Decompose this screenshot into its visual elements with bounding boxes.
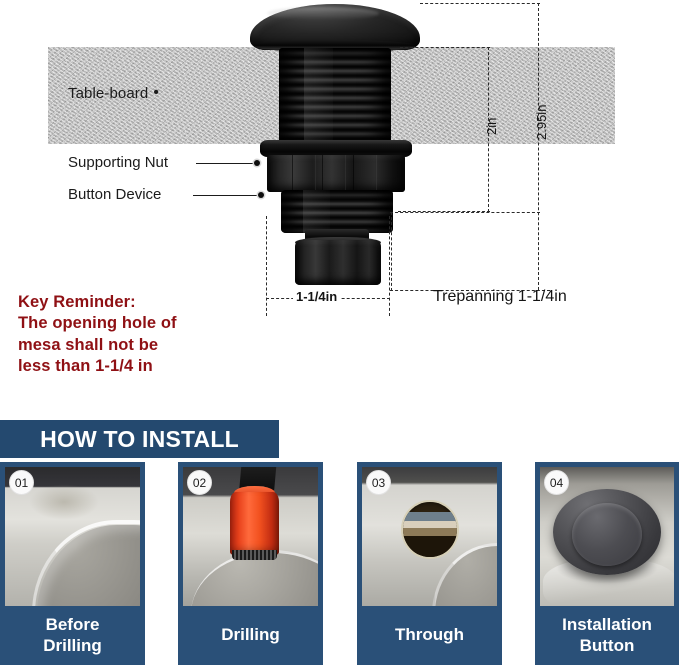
hole-saw-drilling-image (183, 467, 318, 606)
trepanning-box-left (391, 212, 392, 291)
install-step-caption-02-line1: Drilling (221, 625, 280, 645)
callout-supporting-nut-leader (196, 163, 256, 164)
table-board-label-text: Table-board (68, 85, 149, 102)
hole-saw-teeth (231, 550, 278, 561)
trepanning-label: Trepanning 1-1/4in (433, 288, 567, 305)
install-step-caption-02: Drilling (178, 606, 323, 665)
drilled-hole (402, 501, 457, 558)
step-number-badge-04: 04 (544, 470, 569, 495)
step-number-badge-03: 03 (366, 470, 391, 495)
callout-button-device-leader (193, 195, 260, 196)
sink-smudge (29, 483, 100, 520)
button-inner-cap (572, 503, 642, 566)
dim-2in-top-extension (400, 47, 490, 48)
install-step-caption-03: Through (357, 606, 502, 665)
red-hole-saw (230, 492, 279, 555)
install-step-card-01[interactable]: 01 Before Drilling (0, 462, 145, 665)
dim-2in-line (488, 47, 489, 212)
install-step-caption-04: Installation Button (535, 606, 679, 665)
callout-supporting-nut-marker (254, 160, 260, 166)
installed-button-image (540, 467, 674, 606)
key-reminder-line-1: The opening hole of (18, 314, 177, 333)
callout-button-device-label: Button Device (68, 186, 162, 203)
step-number-badge-01: 01 (9, 470, 34, 495)
dim-295-label: 2.95in (534, 104, 549, 140)
dim-295-top-extension (420, 3, 540, 4)
key-reminder-block: Key Reminder: The opening hole of mesa s… (18, 292, 258, 378)
bottom-hex-connector (295, 240, 381, 285)
sink-before-drilling-image (5, 467, 140, 606)
install-step-caption-01-line1: Before (45, 615, 100, 635)
dim-295-line (538, 3, 539, 290)
drilled-hole-image (362, 467, 497, 606)
install-step-photo-03: 03 (362, 467, 497, 606)
install-step-photo-01: 01 (5, 467, 140, 606)
dim-width-right-ext (389, 216, 390, 316)
air-button-assembly (243, 0, 433, 285)
flange-washer (260, 140, 412, 157)
cross-section-diagram: Table-board• Supporting Nut Button Devic… (18, 0, 615, 378)
dim-width-left-ext (266, 216, 267, 316)
install-step-card-02[interactable]: 02 Drilling (178, 462, 323, 665)
table-board-label: Table-board• (68, 84, 160, 103)
dim-2in-label: 2in (484, 117, 499, 135)
install-step-caption-01-line2: Drilling (43, 635, 102, 655)
key-reminder-line-2: mesa shall not be (18, 335, 159, 354)
install-step-caption-03-line1: Through (395, 625, 464, 645)
callout-button-device-marker (258, 192, 264, 198)
trepanning-box-top (390, 212, 540, 213)
button-cap-highlight (267, 7, 379, 20)
callout-supporting-nut-label: Supporting Nut (68, 154, 169, 171)
how-to-install-title: HOW TO INSTALL (40, 425, 239, 452)
dim-width-label: 1-1/4in (293, 289, 341, 304)
supporting-hex-nut (267, 155, 405, 192)
how-to-install-section: HOW TO INSTALL 01 Before Drilling (0, 400, 679, 669)
key-reminder-heading: Key Reminder: (18, 293, 136, 311)
lower-threaded-barrel (281, 190, 393, 233)
install-step-caption-04-line2: Button (579, 635, 635, 655)
table-board-label-bullet: • (153, 84, 160, 101)
install-step-photo-04: 04 (540, 467, 674, 606)
how-to-install-banner: HOW TO INSTALL (0, 420, 279, 458)
install-step-caption-04-line1: Installation (562, 615, 652, 635)
trepanning-box-bottom (390, 290, 550, 291)
install-step-caption-01: Before Drilling (0, 606, 145, 665)
install-step-card-03[interactable]: 03 Through (357, 462, 502, 665)
key-reminder-line-3: less than 1-1/4 in (18, 357, 153, 376)
install-step-photo-02: 02 (183, 467, 318, 606)
step-number-badge-02: 02 (187, 470, 212, 495)
upper-threaded-barrel (279, 48, 391, 145)
install-step-card-04[interactable]: 04 Installation Button (535, 462, 679, 665)
dim-2in-bottom-extension (398, 211, 490, 212)
sink-rim-highlight (32, 519, 140, 606)
